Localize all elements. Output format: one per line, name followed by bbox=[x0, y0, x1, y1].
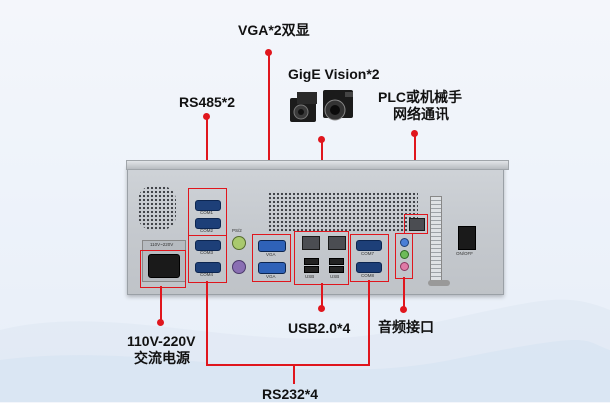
usb-port-2 bbox=[304, 266, 319, 273]
com7-label: COM7 bbox=[361, 251, 375, 256]
com7-port bbox=[356, 240, 382, 251]
ps2-label: PS/2 bbox=[232, 228, 242, 233]
dot-audio bbox=[400, 306, 407, 313]
label-plc-1: PLC或机械手 bbox=[378, 89, 462, 105]
onoff-label: ON/OFF bbox=[456, 251, 473, 256]
vga-label-1: VGA bbox=[266, 252, 276, 257]
line-audio bbox=[403, 277, 405, 309]
chassis-rear-panel: 110V~220V COM1 COM2 COM3 COM4 PS/2 VGA V… bbox=[126, 160, 509, 295]
camera-icon bbox=[290, 90, 353, 122]
lan-port-2 bbox=[328, 236, 346, 250]
label-rs485: RS485*2 bbox=[179, 94, 236, 110]
center-vent bbox=[268, 192, 418, 232]
line-rs232-stem bbox=[293, 364, 295, 384]
ps2-mouse-port bbox=[232, 260, 246, 274]
lan-port-plc bbox=[409, 218, 425, 231]
label-audio: 音频接口 bbox=[378, 319, 434, 335]
dot-usb bbox=[318, 305, 325, 312]
com2-label: COM2 bbox=[200, 228, 214, 233]
lan-port-1 bbox=[302, 236, 320, 250]
power-inlet bbox=[148, 254, 180, 278]
audio-jack-blue bbox=[400, 238, 409, 247]
line-rs232-right bbox=[368, 280, 370, 365]
label-plc-2: 网络通讯 bbox=[393, 106, 449, 122]
vga-port-2 bbox=[258, 262, 286, 274]
power-switch bbox=[458, 226, 476, 250]
line-vga bbox=[268, 52, 270, 235]
usb-label-1: USB bbox=[305, 274, 315, 279]
label-vga: VGA*2双显 bbox=[238, 22, 310, 38]
com4-label: COM4 bbox=[200, 272, 214, 277]
label-gige: GigE Vision*2 bbox=[288, 66, 380, 82]
usb-label-2: USB bbox=[330, 274, 340, 279]
audio-jack-green bbox=[400, 250, 409, 259]
usb-port-1 bbox=[304, 258, 319, 265]
usb-port-3 bbox=[329, 258, 344, 265]
vga-label-2: VGA bbox=[266, 274, 276, 279]
highlight-audio bbox=[395, 233, 413, 279]
highlight-com34 bbox=[188, 235, 227, 283]
line-rs485 bbox=[206, 117, 208, 188]
highlight-usb-lan bbox=[294, 231, 349, 285]
panel-handle bbox=[428, 280, 450, 286]
com1-label: COM1 bbox=[200, 210, 214, 215]
label-power-2: 交流电源 bbox=[134, 350, 190, 366]
com8-label: COM8 bbox=[361, 273, 375, 278]
com3-label: COM3 bbox=[200, 250, 214, 255]
line-rs232-left bbox=[206, 281, 208, 365]
ps2-keyboard-port bbox=[232, 236, 246, 250]
highlight-rs485 bbox=[188, 188, 227, 236]
voltage-text: 110V~220V bbox=[150, 242, 174, 247]
highlight-com78 bbox=[350, 234, 389, 282]
line-usb bbox=[321, 283, 323, 308]
left-vent bbox=[138, 186, 176, 230]
dot-rs485 bbox=[203, 113, 210, 120]
chassis-top-edge bbox=[126, 160, 509, 170]
expansion-slot bbox=[430, 196, 442, 282]
com1-port bbox=[195, 200, 221, 211]
com4-port bbox=[195, 262, 221, 273]
com2-port bbox=[195, 218, 221, 229]
usb-port-4 bbox=[329, 266, 344, 273]
com3-port bbox=[195, 240, 221, 251]
line-power bbox=[160, 286, 162, 322]
dot-power bbox=[157, 319, 164, 326]
audio-jack-pink bbox=[400, 262, 409, 271]
label-rs232: RS232*4 bbox=[262, 386, 319, 402]
line-rs232-bottom bbox=[206, 364, 370, 366]
highlight-vga bbox=[252, 234, 291, 282]
label-power-1: 110V-220V bbox=[127, 333, 196, 349]
highlight-power bbox=[140, 250, 186, 288]
highlight-plc-lan bbox=[404, 214, 428, 234]
label-usb: USB2.0*4 bbox=[288, 320, 351, 336]
com8-port bbox=[356, 262, 382, 273]
vga-port-1 bbox=[258, 240, 286, 252]
